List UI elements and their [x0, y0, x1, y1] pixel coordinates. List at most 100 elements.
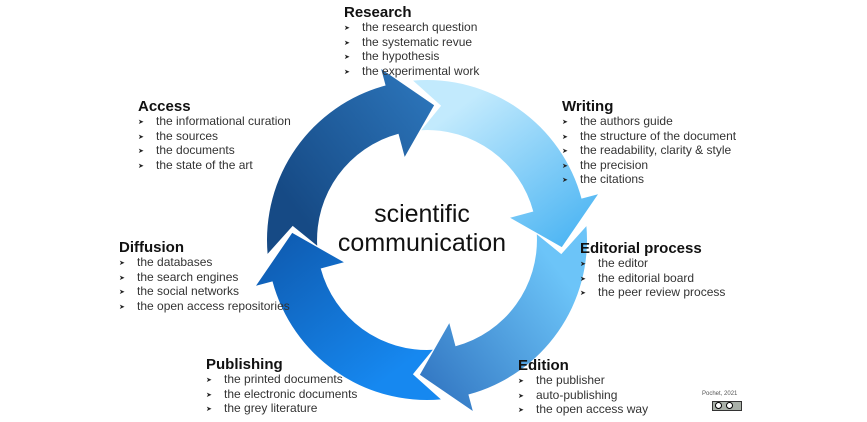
list-item: ➤ the state of the art	[138, 157, 291, 174]
cc-by-icon	[712, 401, 742, 411]
list-item: ➤the electronic documents	[206, 387, 357, 403]
list-item-text: the documents	[156, 143, 235, 157]
list-item-text: the peer review process	[598, 285, 726, 299]
arrow-bullet-icon: ➤	[344, 68, 350, 76]
arrow-bullet-icon: ➤	[138, 162, 144, 170]
stage-editorial: Editorial process ➤ the editor ➤ the editori…	[580, 240, 725, 301]
list-item: ➤ the research question	[344, 20, 479, 36]
list-item-text: the informational curation	[156, 114, 291, 128]
list-item-text: the research question	[362, 20, 478, 34]
stage-title: Editorial process	[580, 240, 702, 257]
arrow-bullet-icon: ➤	[344, 54, 350, 61]
arrow-bullet-icon: ➤	[344, 25, 350, 32]
arrow-bullet-icon: ➤	[518, 378, 524, 385]
arrow-bullet-icon: ➤	[138, 119, 144, 126]
list-item: ➤ the precision	[562, 157, 736, 174]
list-item-text: the databases	[137, 255, 213, 269]
stage-items: ➤ the authors guide ➤ the structure of the …	[562, 114, 737, 188]
arrow-bullet-icon: ➤	[206, 406, 212, 413]
stage-access: Access➤the informational curation➤the so…	[138, 98, 291, 173]
list-item: ➤ the hypothesis	[344, 49, 479, 65]
arrow-publishing-to-access	[256, 232, 441, 401]
stage-research: Research➤the research question➤the syste…	[344, 4, 479, 79]
stage-title: Publishing	[206, 356, 283, 373]
center-title-line1: scientific	[374, 200, 470, 228]
arrow-bullet-icon: ➤	[138, 148, 144, 155]
list-item-text: the editor	[598, 256, 649, 270]
arrow-bullet-icon: ➤	[562, 177, 568, 184]
list-item: ➤ the sources	[138, 128, 291, 145]
list-item: ➤ the editor	[580, 256, 725, 272]
arrow-editorial-to-publishing	[419, 226, 588, 411]
list-item: ➤ the search engines	[119, 269, 290, 286]
arrow-bullet-icon: ➤	[119, 260, 125, 267]
list-item: ➤the open access way	[518, 402, 648, 418]
arrow-bullet-icon: ➤	[580, 261, 586, 268]
arrow-bullet-icon: ➤	[119, 274, 125, 282]
center-title: scientific communication	[322, 200, 522, 258]
list-item-text: the precision	[580, 157, 649, 172]
stage-publishing: Publishing ➤ the printed documents➤the ele…	[206, 356, 357, 417]
arrow-bullet-icon: ➤	[562, 162, 568, 170]
list-item-text: the citations	[580, 172, 645, 186]
list-item-text: the search engines	[137, 269, 239, 284]
list-item: ➤ the social networks	[119, 284, 290, 300]
list-item-text: the hypothesis	[362, 49, 440, 63]
list-item-text: the open access repositories	[137, 298, 290, 313]
list-item-text: the experimental work	[362, 63, 480, 78]
list-item: ➤ the informational curation	[138, 114, 291, 130]
stage-title: Research	[344, 4, 412, 21]
stage-items: ➤ the databases ➤ the search engines ➤ the so…	[119, 255, 290, 315]
arrow-bullet-icon: ➤	[119, 303, 125, 311]
list-item-text: the printed documents	[224, 372, 343, 386]
list-item: ➤ the printed documents	[206, 372, 357, 388]
arrow-bullet-icon: ➤	[138, 133, 144, 141]
arrow-research-to-editorial	[413, 79, 598, 248]
list-item: ➤ the experimental work	[344, 63, 480, 80]
arrow-bullet-icon: ➤	[518, 392, 524, 400]
list-item-text: the publisher	[536, 373, 605, 387]
arrow-bullet-icon: ➤	[119, 289, 125, 296]
list-item: ➤ the documents	[138, 143, 291, 159]
arrow-bullet-icon: ➤	[206, 391, 212, 399]
arrow-bullet-icon: ➤	[580, 290, 586, 297]
arrow-bullet-icon: ➤	[562, 148, 568, 155]
list-item-text: the grey literature	[224, 401, 318, 415]
list-item-text: the sources	[156, 128, 219, 143]
arrow-bullet-icon: ➤	[562, 119, 568, 126]
list-item: ➤ the citations	[562, 172, 736, 188]
arrow-bullet-icon: ➤	[562, 133, 568, 141]
arrow-bullet-icon: ➤	[580, 275, 586, 283]
center-title-line2: communication	[337, 229, 507, 257]
list-item: ➤ the publisher	[518, 373, 648, 389]
list-item: ➤ the readability, clarity & style	[562, 143, 736, 159]
list-item: ➤ the open access repositories	[119, 298, 290, 315]
list-item-text: the structure of the document	[580, 128, 737, 143]
stage-diffusion: Diffusion ➤ the databases ➤ the search engin…	[119, 239, 290, 314]
list-item: ➤ the databases	[119, 255, 290, 271]
list-item-text: the state of the art	[156, 157, 253, 172]
list-item-text: the readability, clarity & style	[580, 143, 732, 157]
list-item-text: the social networks	[137, 284, 240, 298]
list-item: ➤ auto-publishing	[518, 387, 648, 404]
stage-items: ➤the informational curation➤the sources➤…	[138, 114, 291, 174]
arrow-bullet-icon: ➤	[206, 377, 212, 384]
stage-items: ➤the research question➤the systematic re…	[344, 20, 480, 80]
stage-items: ➤ the editor ➤ the editorial board ➤ the peer…	[580, 256, 726, 301]
list-item-text: auto-publishing	[536, 387, 618, 402]
list-item: ➤ the authors guide	[562, 114, 736, 130]
list-item-text: the systematic revue	[362, 34, 473, 49]
stage-edition: Edition ➤ the publisher ➤ auto-publishing➤th…	[518, 357, 648, 418]
stage-items: ➤ the printed documents➤the electronic do…	[206, 372, 357, 417]
stage-title: Edition	[518, 357, 569, 374]
list-item: ➤ the structure of the document	[562, 128, 737, 145]
stage-title: Diffusion	[119, 239, 184, 256]
list-item: ➤the systematic revue	[344, 34, 479, 51]
list-item: ➤ the grey literature	[206, 401, 357, 417]
list-item-text: the authors guide	[580, 114, 673, 128]
stage-writing: Writing ➤ the authors guide ➤ the structure …	[562, 98, 736, 188]
arrow-access-to-research	[266, 69, 435, 254]
stage-title: Writing	[562, 98, 614, 115]
list-item-text: the editorial board	[598, 270, 695, 285]
